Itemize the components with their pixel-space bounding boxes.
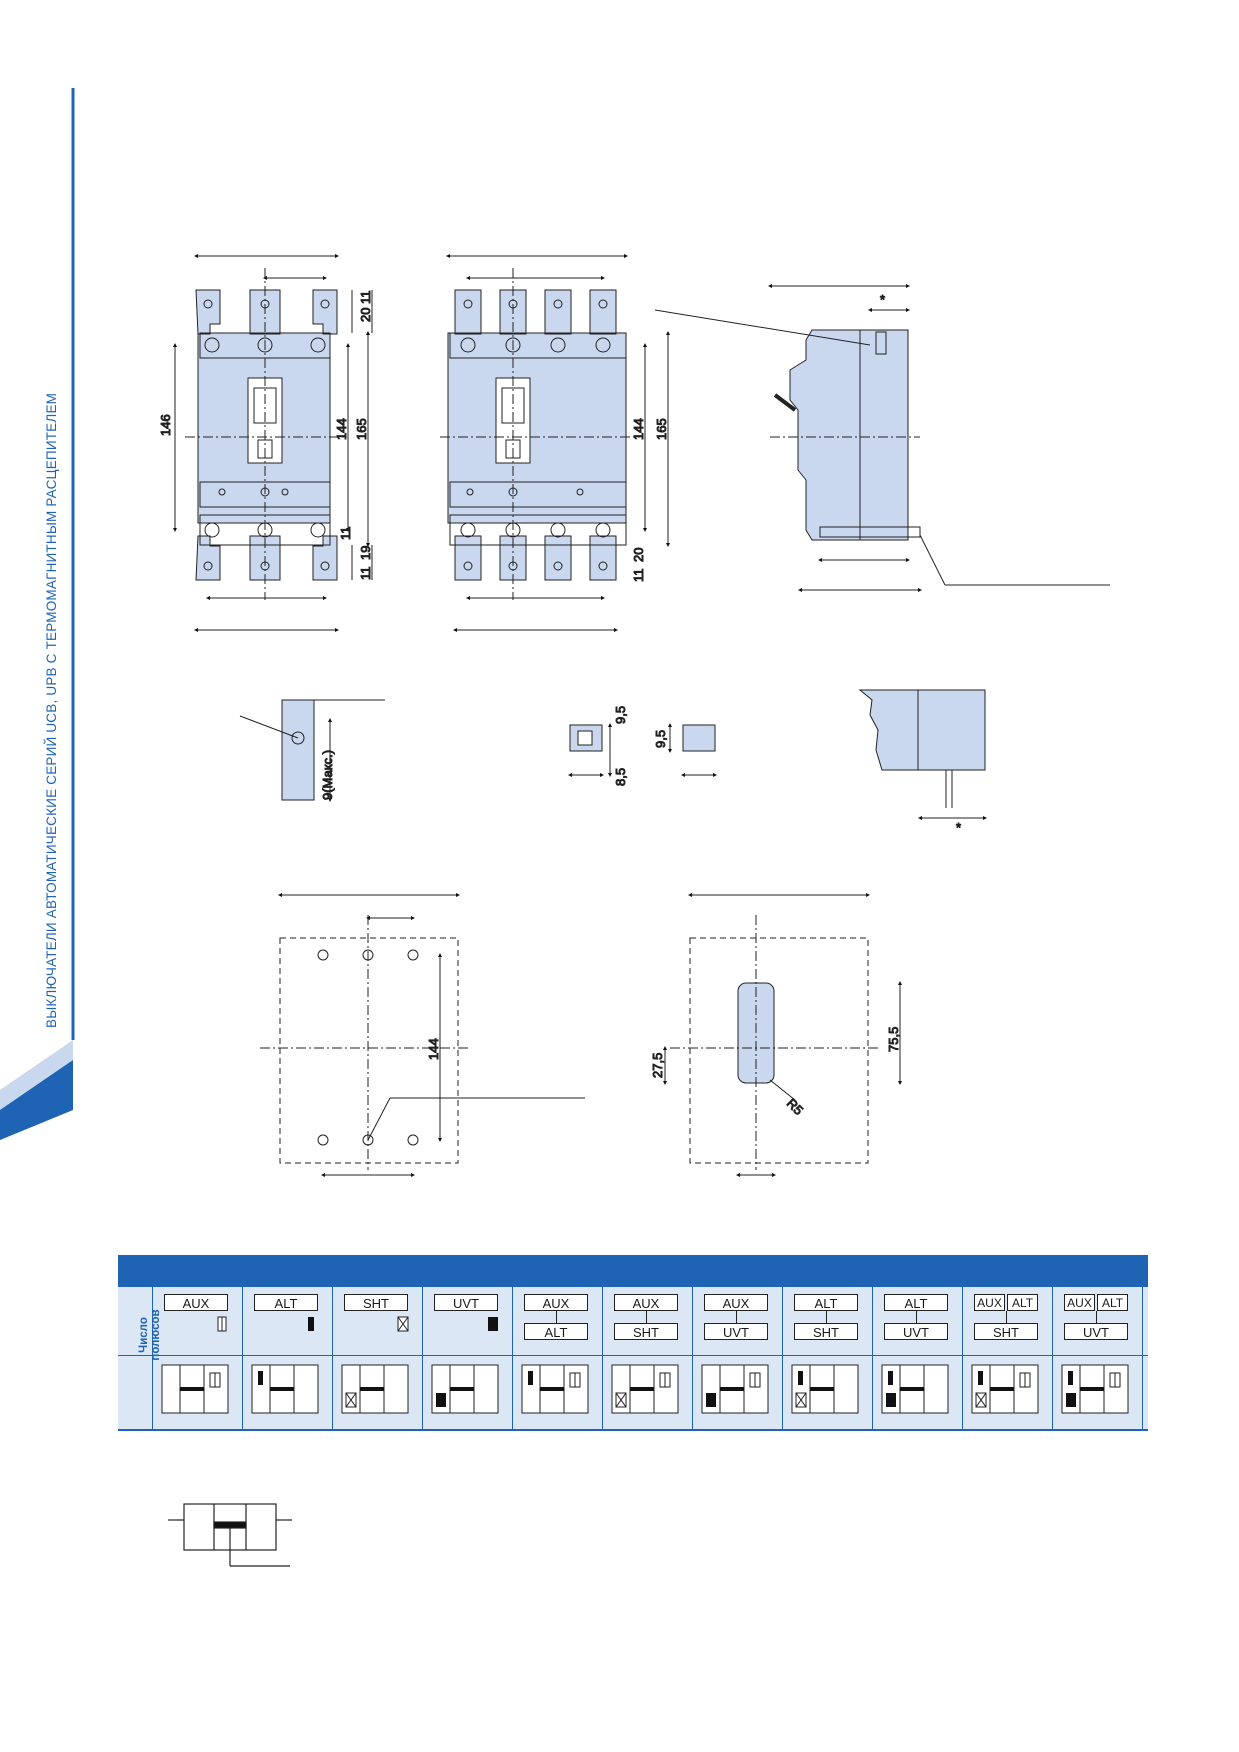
handle-cutout xyxy=(663,893,902,1177)
breaker-accessory-icon xyxy=(881,1364,949,1414)
option-label: AUX xyxy=(1064,1294,1095,1311)
breaker-accessory-icon xyxy=(521,1364,589,1414)
option-label: UVT xyxy=(1064,1323,1128,1340)
detail-star: * xyxy=(956,820,961,835)
option-label: AUX xyxy=(614,1294,678,1311)
row-divider xyxy=(118,1355,1148,1356)
detail-terminal xyxy=(239,699,385,802)
accessory-column: UVT xyxy=(422,1287,513,1429)
detail-partial-side xyxy=(858,689,987,820)
option-label: ALT xyxy=(524,1323,588,1340)
accessory-column: AUX xyxy=(152,1287,243,1429)
dim-165-b: 165 xyxy=(654,418,669,440)
table-header-bar xyxy=(118,1255,1148,1287)
accessory-column: SHT xyxy=(332,1287,423,1429)
accessory-column: AUX UVT xyxy=(692,1287,783,1429)
option-label: ALT xyxy=(254,1294,318,1311)
option-label: SHT xyxy=(614,1323,678,1340)
option-label: AUX xyxy=(164,1294,228,1311)
dim-r5: R5 xyxy=(784,1096,806,1118)
option-mark-icon xyxy=(308,1317,314,1331)
dim-20-b: 20 xyxy=(631,548,646,562)
mounting-holes xyxy=(260,893,585,1177)
option-label: SHT xyxy=(794,1323,858,1340)
dim-11-bot: 11 xyxy=(358,567,373,581)
connector-line xyxy=(826,1311,827,1323)
accessory-column: AUX ALT xyxy=(512,1287,603,1429)
option-label: UVT xyxy=(704,1323,768,1340)
breaker-accessory-icon xyxy=(971,1364,1039,1414)
legend-breaker-symbol xyxy=(168,1503,292,1567)
dim-19: 19 xyxy=(358,546,373,560)
connector-line xyxy=(556,1311,557,1323)
dim-165-a: 165 xyxy=(354,418,369,440)
dim-85: 8,5 xyxy=(613,768,628,786)
dim-95-a: 9,5 xyxy=(613,706,628,724)
dim-144-b: 144 xyxy=(631,418,646,440)
option-mark-icon xyxy=(217,1316,227,1332)
dim-146: 146 xyxy=(158,414,173,436)
dim-275: 27,5 xyxy=(650,1053,665,1078)
dim-20: 20 xyxy=(358,308,373,322)
breaker-accessory-icon xyxy=(161,1364,229,1414)
side-star: * xyxy=(880,292,885,307)
dim-755: 75,5 xyxy=(886,1027,901,1052)
dim-9max: 9(Макс.) xyxy=(320,750,335,800)
option-label: UVT xyxy=(884,1323,948,1340)
accessory-column: ALT xyxy=(242,1287,333,1429)
side-view xyxy=(654,284,1110,592)
front-view-4pole xyxy=(440,254,670,632)
option-label: ALT xyxy=(794,1294,858,1311)
accessory-column: AUX SHT xyxy=(602,1287,693,1429)
breaker-accessory-icon xyxy=(701,1364,769,1414)
accessory-column: ALT SHT xyxy=(782,1287,873,1429)
dim-144-a: 144 xyxy=(334,418,349,440)
option-label: SHT xyxy=(974,1323,1038,1340)
side-band xyxy=(0,88,75,1140)
breaker-accessory-icon xyxy=(791,1364,859,1414)
technical-drawing: 146 144 165 20 11 11 19 11 xyxy=(158,254,1110,1177)
dim-11-mid: 11 xyxy=(338,527,353,541)
option-mark-icon xyxy=(488,1317,498,1331)
detail-nut xyxy=(568,723,717,777)
front-view-3pole xyxy=(173,254,373,632)
option-label: UVT xyxy=(434,1294,498,1311)
breaker-accessory-icon xyxy=(431,1364,499,1414)
option-label: AUX xyxy=(974,1294,1005,1311)
breaker-accessory-icon xyxy=(341,1364,409,1414)
option-label: SHT xyxy=(344,1294,408,1311)
connector-line xyxy=(736,1311,737,1323)
dim-95-b: 9,5 xyxy=(653,730,668,748)
breaker-accessory-icon xyxy=(611,1364,679,1414)
accessory-column: ALT UVT xyxy=(872,1287,963,1429)
connector-line xyxy=(1006,1311,1007,1323)
dim-11-b: 11 xyxy=(631,569,646,583)
dim-11-top: 11 xyxy=(358,291,373,305)
option-label: AUX xyxy=(524,1294,588,1311)
option-label: ALT xyxy=(1097,1294,1128,1311)
option-label: AUX xyxy=(704,1294,768,1311)
connector-line xyxy=(1096,1311,1097,1323)
option-label: ALT xyxy=(884,1294,948,1311)
option-mark-icon xyxy=(397,1316,409,1332)
breaker-accessory-icon xyxy=(1061,1364,1129,1414)
option-label: ALT xyxy=(1007,1294,1038,1311)
dim-144-c: 144 xyxy=(426,1038,441,1060)
breaker-accessory-icon xyxy=(251,1364,319,1414)
connector-line xyxy=(916,1311,917,1323)
connector-line xyxy=(646,1311,647,1323)
